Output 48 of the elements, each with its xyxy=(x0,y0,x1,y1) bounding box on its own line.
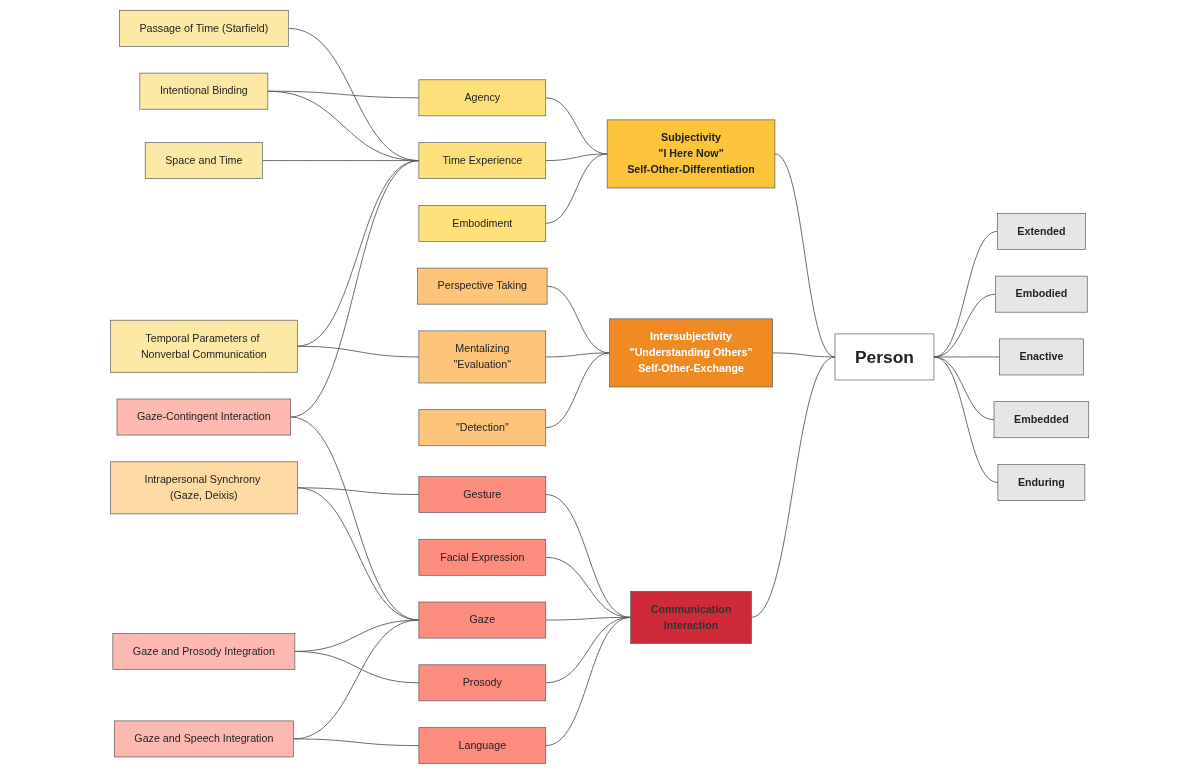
node-box: Intrapersonal Synchrony (Gaze, Deixis) xyxy=(110,461,299,515)
node-box: Perspective Taking xyxy=(417,267,548,305)
node-box: Communication Interaction xyxy=(630,591,753,644)
node-box: Enactive xyxy=(999,338,1085,376)
connector xyxy=(294,651,420,684)
node-box: Facial Expression xyxy=(419,538,547,576)
connector xyxy=(293,619,420,740)
node-box: Embodiment xyxy=(419,205,547,242)
connector xyxy=(751,356,836,618)
node-box: Extended xyxy=(997,213,1087,250)
connector xyxy=(290,416,420,621)
node-box: Gaze-Contingent Interaction xyxy=(117,398,292,436)
node-box: Intersubjectivity "Understanding Others" Self-Other-Exchange xyxy=(609,318,774,388)
connector xyxy=(545,616,632,747)
node-box: Gaze and Prosody Integration xyxy=(112,633,296,670)
node-box: Prosody xyxy=(419,664,547,702)
connector xyxy=(290,160,420,418)
connector xyxy=(297,487,420,621)
connector xyxy=(267,90,420,162)
connector xyxy=(267,90,420,99)
node-box: Gesture xyxy=(419,476,547,513)
node-box: Person xyxy=(835,333,935,381)
connector xyxy=(545,153,609,224)
node-box: Agency xyxy=(419,79,547,117)
node-box: Gaze xyxy=(419,601,547,639)
node-box: Gaze and Speech Integration xyxy=(114,720,295,758)
connector xyxy=(933,356,1001,358)
node-box: Intentional Binding xyxy=(139,72,269,110)
node-box: Embedded xyxy=(994,401,1090,439)
node-box: Embodied xyxy=(995,275,1089,313)
node-box: Temporal Parameters of Nonverbal Communication xyxy=(110,319,299,373)
connector xyxy=(772,352,836,358)
connector xyxy=(297,345,420,358)
connector xyxy=(545,352,611,429)
node-box: Subjectivity "I Here Now" Self-Other-Differentiation xyxy=(607,119,776,189)
connector xyxy=(933,356,999,483)
connector xyxy=(297,487,420,495)
node-box: Mentalizing "Evaluation" xyxy=(419,330,547,384)
node-box: Passage of Time (Starfield) xyxy=(119,10,290,47)
node-box: Enduring xyxy=(998,464,1086,501)
connector xyxy=(933,230,999,358)
node-box: "Detection" xyxy=(419,409,547,447)
connector xyxy=(293,738,420,747)
connector xyxy=(545,352,611,358)
connector xyxy=(774,153,836,358)
node-box: Space and Time xyxy=(145,142,264,179)
node-box: Time Experience xyxy=(419,142,547,179)
node-box: Language xyxy=(419,727,547,764)
